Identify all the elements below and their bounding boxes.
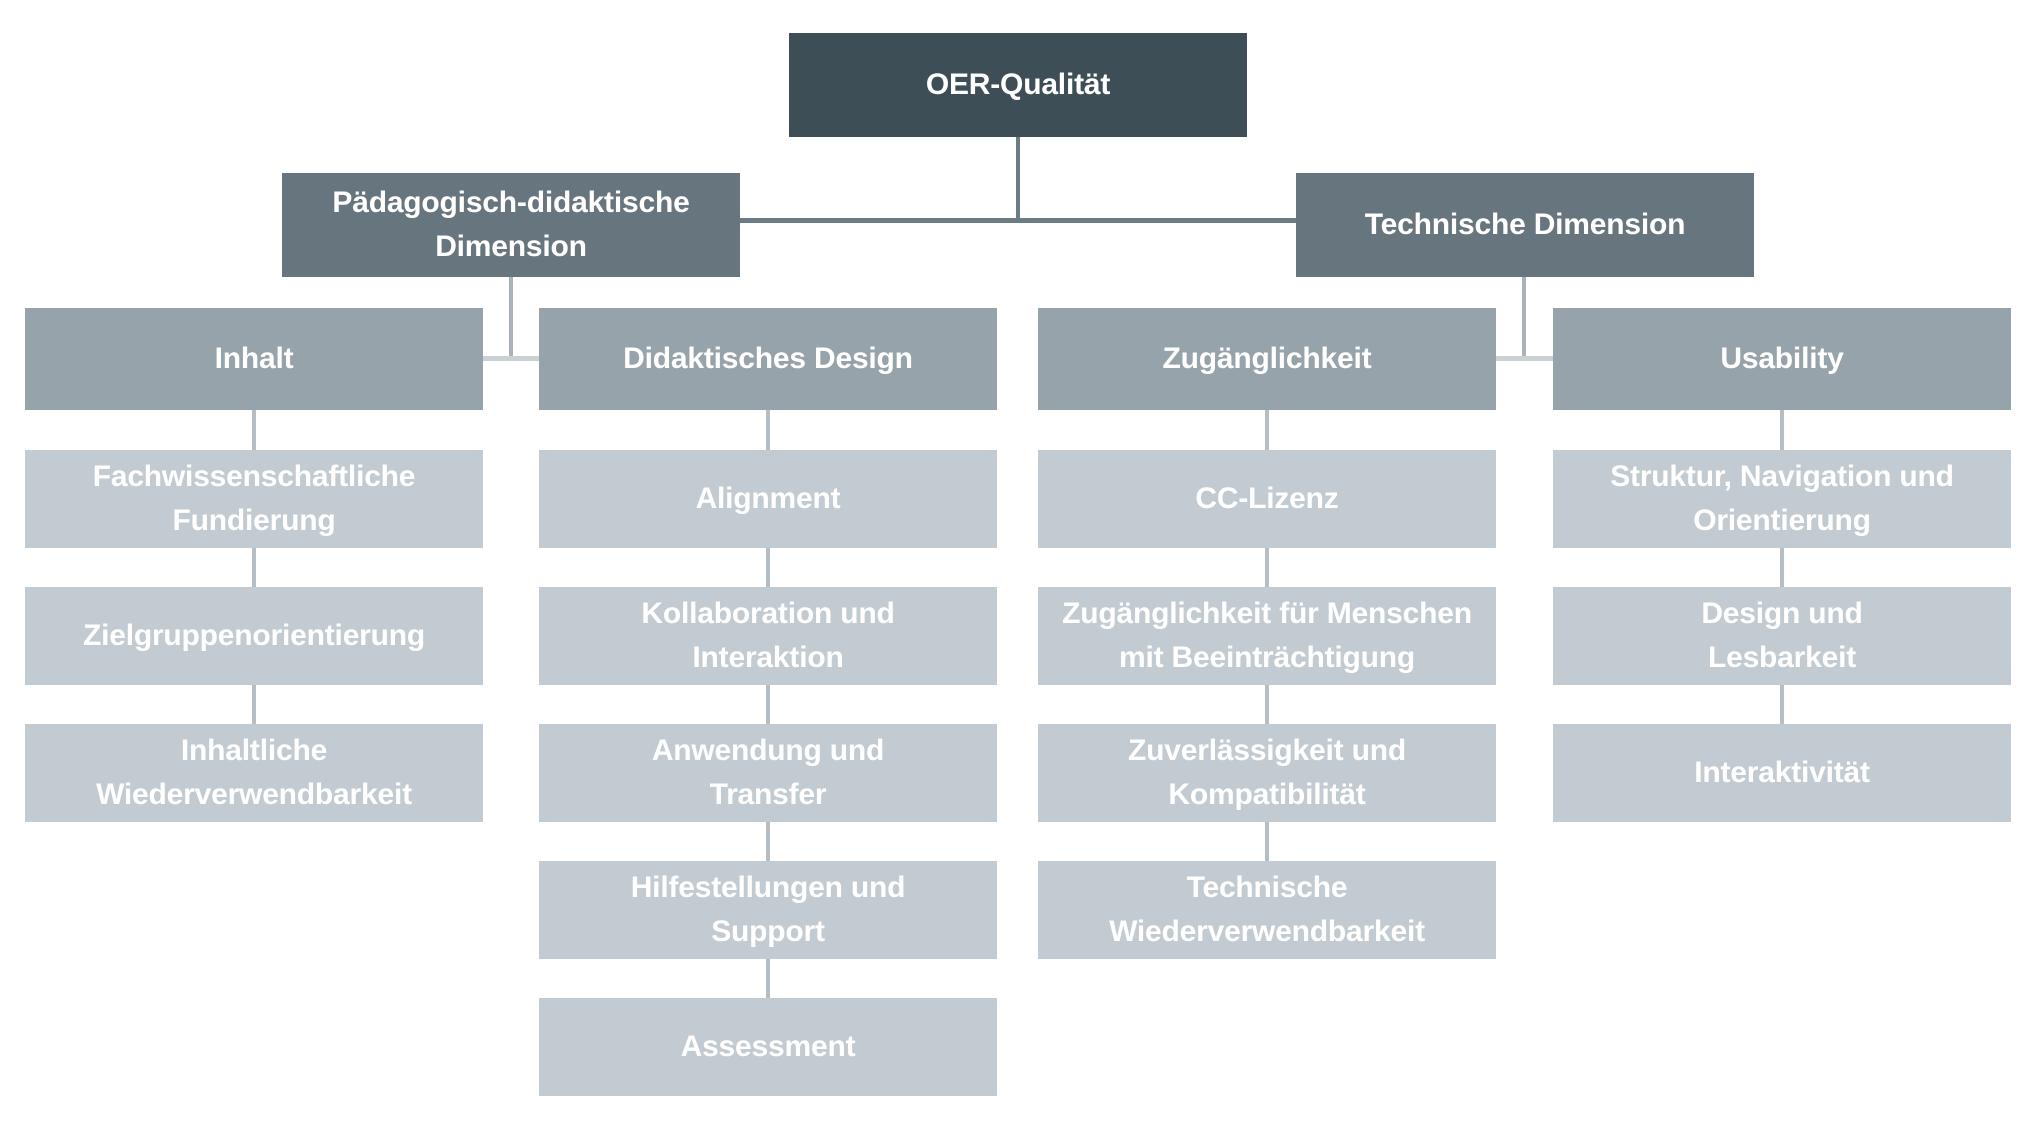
connector-col2-seg5 (766, 959, 770, 998)
connector-col1-seg3 (252, 685, 256, 724)
connector-root-vertical (1016, 137, 1020, 223)
item-box-zielgruppenorientierung: Zielgruppenorientierung (25, 587, 483, 685)
connector-dim1-vertical (509, 277, 513, 361)
item-box-assessment: Assessment (539, 998, 997, 1096)
column-header-zugaenglichkeit: Zugänglichkeit (1038, 308, 1496, 410)
dimension-box-technisch: Technische Dimension (1296, 173, 1754, 277)
connector-col4-seg3 (1780, 685, 1784, 724)
connector-col3-seg3 (1265, 685, 1269, 724)
connector-col2-seg4 (766, 822, 770, 861)
connector-col1-seg1 (252, 410, 256, 450)
item-box-technische-wiederverwendbarkeit: Technische Wiederverwendbarkeit (1038, 861, 1496, 959)
connector-col2-seg2 (766, 548, 770, 587)
item-box-design-und-lesbarkeit: Design und Lesbarkeit (1553, 587, 2011, 685)
connector-dim1-stub (483, 356, 539, 361)
connector-dim2-stub (1496, 356, 1553, 361)
connector-col2-seg3 (766, 685, 770, 724)
column-header-inhalt: Inhalt (25, 308, 483, 410)
item-box-inhaltliche-wiederverwendbarkeit: Inhaltliche Wiederverwendbarkeit (25, 724, 483, 822)
connector-col2-seg1 (766, 410, 770, 450)
connector-col4-seg1 (1780, 410, 1784, 450)
item-box-interaktivitaet: Interaktivität (1553, 724, 2011, 822)
dimension-box-paedagogisch-didaktisch: Pädagogisch-didaktische Dimension (282, 173, 740, 277)
connector-col3-seg2 (1265, 548, 1269, 587)
connector-col4-seg2 (1780, 548, 1784, 587)
column-header-usability: Usability (1553, 308, 2011, 410)
column-header-didaktisches-design: Didaktisches Design (539, 308, 997, 410)
item-box-alignment: Alignment (539, 450, 997, 548)
item-box-hilfestellungen-und-support: Hilfestellungen und Support (539, 861, 997, 959)
connector-dim2-vertical (1522, 277, 1526, 361)
connector-col3-seg1 (1265, 410, 1269, 450)
connector-col1-seg2 (252, 548, 256, 587)
item-box-kollaboration-und-interaktion: Kollaboration und Interaktion (539, 587, 997, 685)
root-box-oer-qualitaet: OER-Qualität (789, 33, 1247, 137)
item-box-struktur-navigation-orientierung: Struktur, Navigation und Orientierung (1553, 450, 2011, 548)
item-box-zugaenglichkeit-fuer-menschen: Zugänglichkeit für Menschen mit Beeinträ… (1038, 587, 1496, 685)
item-box-zuverlaessigkeit-und-kompatibilitaet: Zuverlässigkeit und Kompatibilität (1038, 724, 1496, 822)
item-box-cc-lizenz: CC-Lizenz (1038, 450, 1496, 548)
connector-dimensions-horizontal (740, 218, 1296, 223)
connector-col3-seg4 (1265, 822, 1269, 861)
item-box-anwendung-und-transfer: Anwendung und Transfer (539, 724, 997, 822)
item-box-fachwissenschaftliche-fundierung: Fachwissenschaftliche Fundierung (25, 450, 483, 548)
